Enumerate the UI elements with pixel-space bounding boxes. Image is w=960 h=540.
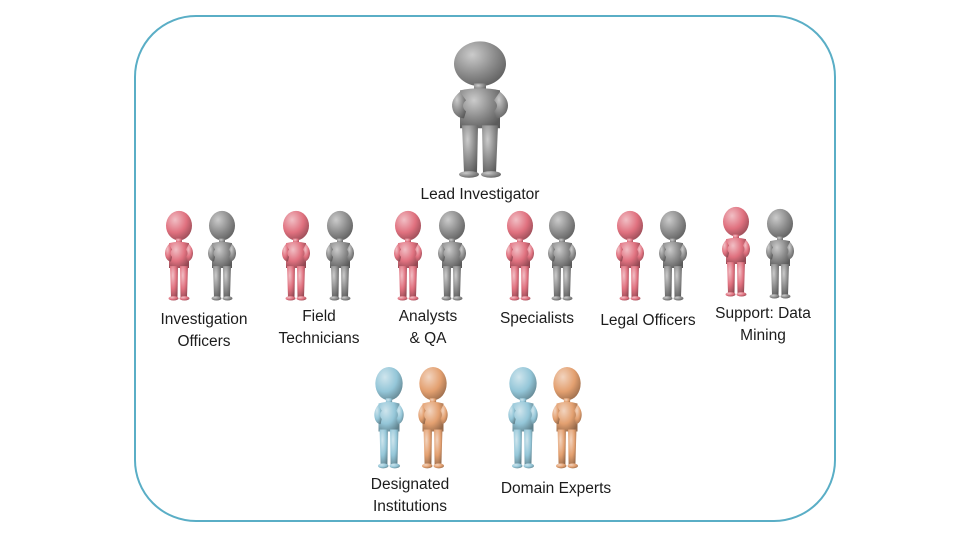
partner-0-figure-b-icon <box>412 366 454 470</box>
team-1-label: Field Technicians <box>278 308 360 347</box>
team-5-figure-b-icon <box>760 208 800 300</box>
partner-1-figure-a-icon <box>502 366 544 470</box>
partner-1-figure-b-icon <box>546 366 588 470</box>
team-2-figure-a-icon <box>388 210 428 302</box>
leader-figure-icon <box>440 40 520 180</box>
team-0-figure-b-icon <box>202 210 242 302</box>
team-0-label: Investigation Officers <box>160 311 248 350</box>
team-5-figure-a-icon <box>716 206 756 298</box>
team-2-label: Analysts & QA <box>398 308 458 347</box>
team-0-figure-a-icon <box>159 210 199 302</box>
rounded-frame <box>134 15 836 522</box>
team-4-figure-b-icon <box>653 210 693 302</box>
team-5-label: Support: Data Mining <box>715 305 811 344</box>
leader-label: Lead Investigator <box>420 186 540 203</box>
team-4-label: Legal Officers <box>600 312 696 329</box>
team-4-figure-a-icon <box>610 210 650 302</box>
team-1-figure-b-icon <box>320 210 360 302</box>
partner-0-label: Designated Institutions <box>370 476 450 515</box>
team-3-figure-b-icon <box>542 210 582 302</box>
team-3-figure-a-icon <box>500 210 540 302</box>
partner-1-label: Domain Experts <box>500 480 612 497</box>
team-1-figure-a-icon <box>276 210 316 302</box>
team-3-label: Specialists <box>499 310 575 327</box>
partner-0-figure-a-icon <box>368 366 410 470</box>
team-2-figure-b-icon <box>432 210 472 302</box>
